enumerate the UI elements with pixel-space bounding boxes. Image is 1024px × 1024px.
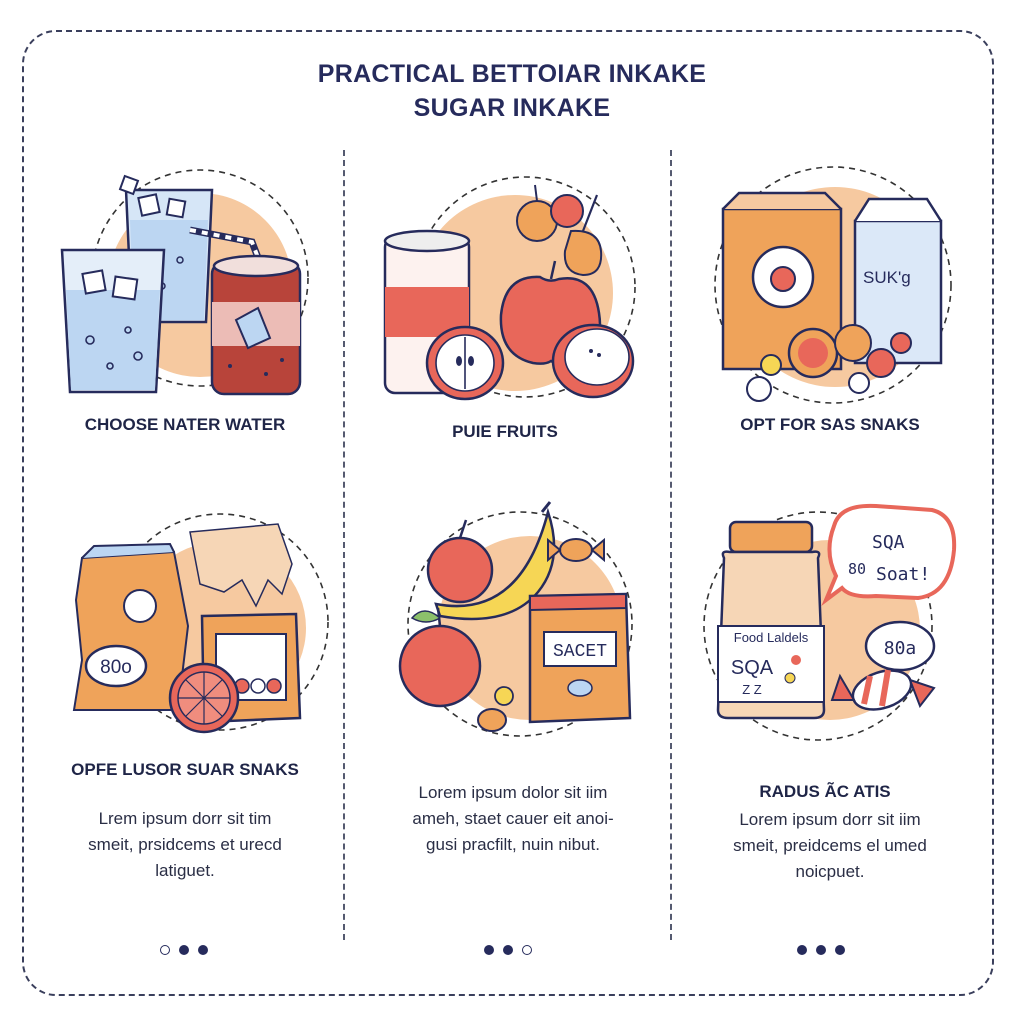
- pagination-dot[interactable]: [797, 945, 807, 955]
- card-4-body-line: smeit, prsidcems et urecd: [88, 835, 282, 854]
- bubble-line-1: SQA: [872, 532, 905, 553]
- apple-slice-icon: [551, 323, 635, 399]
- card-6-body: Lorem ipsum dorr sit iim smeit, preidcem…: [680, 807, 980, 885]
- pagination-dot[interactable]: [198, 945, 208, 955]
- apple-half-icon: [425, 325, 505, 401]
- card-1-label: CHOOSE NATER WATER: [84, 415, 286, 434]
- snack-bag-text: 80o: [100, 657, 132, 678]
- apple-top-icon: [426, 519, 494, 604]
- card-6-body-line: smeit, preidcems el umed: [733, 836, 927, 855]
- card-5-body-line: ameh, staet cauer eit anoi-: [412, 809, 614, 828]
- tag-icon: 80a: [864, 620, 936, 672]
- cereal-box-icon: [721, 191, 843, 371]
- fruit-and-candy-illustration: SACET: [398, 501, 633, 737]
- soda-can-icon: [210, 254, 302, 396]
- column-divider-left: [343, 150, 345, 940]
- column-divider-right: [670, 150, 672, 940]
- card-5-body: Lorem ipsum dolor sit iim ameh, staet ca…: [363, 780, 663, 858]
- card-5-body-line: Lorem ipsum dolor sit iim: [418, 783, 608, 802]
- water-glasses-illustration: [60, 169, 309, 396]
- sugar-snacks-illustration: 80o: [72, 513, 329, 734]
- card-frame: [22, 30, 994, 996]
- pagination-dot[interactable]: [522, 945, 532, 955]
- jar-label-text: Food Laldels: [734, 630, 809, 645]
- pagination-dot[interactable]: [816, 945, 826, 955]
- small-apples-icon: [516, 184, 603, 277]
- bubble-line-3: Soat!: [876, 564, 930, 585]
- food-labels-illustration: Food Laldels SQA Z Z SQA 80 Soat! 80a: [703, 503, 957, 741]
- jar-icon: Food Laldels SQA Z Z: [716, 520, 826, 720]
- jar-sub-text: Z Z: [742, 682, 762, 697]
- card-2-label: PUIE FRUITS: [452, 422, 558, 441]
- card-5-pagination[interactable]: [484, 945, 532, 955]
- candy-icon: [547, 537, 605, 563]
- snack-bag-icon: 80o: [72, 542, 190, 711]
- bubble-line-2: 80: [848, 560, 866, 578]
- card-4-body-line: latiguet.: [155, 861, 215, 880]
- fruits-illustration: [383, 176, 636, 401]
- page-title: PRACTICAL BETTOIAR INKAKE: [317, 60, 707, 88]
- assorted-snacks-icon: [746, 324, 912, 402]
- tag-text: 80a: [884, 638, 917, 659]
- apple-icon: [398, 607, 482, 708]
- wrapped-candy-icon: [830, 669, 936, 711]
- short-glass-icon: [60, 248, 166, 394]
- card-4-pagination[interactable]: [160, 945, 208, 955]
- card-6-body-line: Lorem ipsum dorr sit iim: [739, 810, 921, 829]
- sachet-bag-text: SACET: [553, 642, 607, 662]
- pagination-dot[interactable]: [160, 945, 170, 955]
- pagination-dot[interactable]: [503, 945, 513, 955]
- snacks-illustration: SUK'g: [714, 166, 952, 404]
- grapefruit-slice-icon: [168, 662, 240, 734]
- pagination-dot[interactable]: [179, 945, 189, 955]
- card-4-label: OPFE LUSOR SUAR SNAKS: [71, 760, 299, 779]
- speech-bubble-icon: SQA 80 Soat!: [821, 503, 957, 606]
- sachet-bag-icon: SACET: [528, 592, 632, 724]
- page-subtitle: SUGAR INKAKE: [413, 94, 611, 122]
- milk-carton-text: SUK'g: [863, 268, 911, 287]
- card-6-pagination[interactable]: [797, 945, 845, 955]
- card-5-body-line: gusi pracfilt, nuin nibut.: [426, 835, 600, 854]
- pagination-dot[interactable]: [484, 945, 494, 955]
- card-3-label: OPT FOR SAS SNAKS: [740, 415, 920, 434]
- card-6-body-line: noicpuet.: [795, 862, 865, 881]
- card-4-body-line: Lrem ipsum dorr sit tim: [98, 809, 272, 828]
- card-4-body: Lrem ipsum dorr sit tim smeit, prsidcems…: [35, 806, 335, 884]
- dripping-block-icon: [189, 523, 293, 608]
- card-6-label: RADUS ÃC ATIS: [759, 782, 891, 801]
- pagination-dot[interactable]: [835, 945, 845, 955]
- small-candy-icon: [477, 686, 514, 732]
- jar-code-text: SQA: [731, 657, 774, 679]
